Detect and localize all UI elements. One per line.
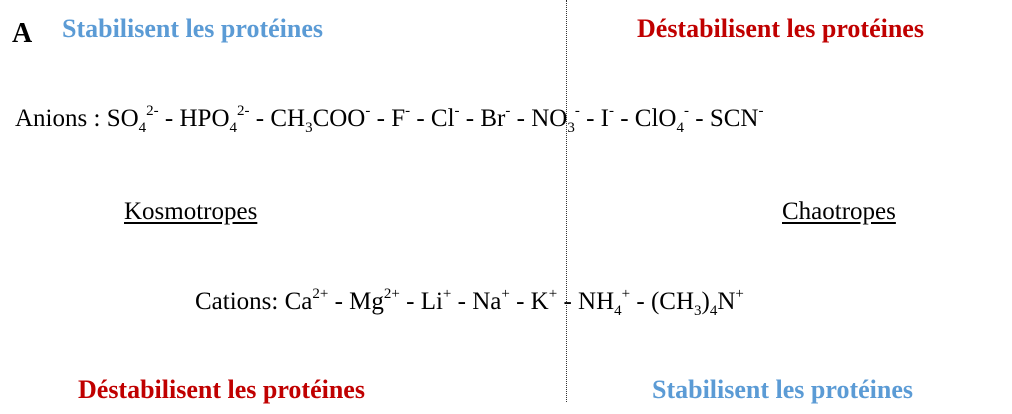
term-chaotropes: Chaotropes <box>782 198 896 225</box>
ion-base: Cl <box>430 105 455 132</box>
ion-base: I <box>600 105 609 132</box>
ion-separator: - <box>620 105 629 132</box>
ion-sup: - <box>365 102 371 119</box>
ion-base: HPO <box>179 105 230 132</box>
ion-base: CH <box>270 105 306 132</box>
ion-formula: F- <box>391 102 411 132</box>
ion-base3: N <box>717 288 736 315</box>
ion-sup: - <box>574 102 580 119</box>
ion-base2: ) <box>701 288 710 315</box>
ion-formula: (CH3)4N+ <box>650 285 744 318</box>
ion-sup: - <box>758 102 764 119</box>
ion-base: NH <box>578 288 615 315</box>
ion-separator: - <box>516 288 525 315</box>
anion-series-label: Anions : <box>15 105 101 132</box>
ion-sup: + <box>442 285 452 302</box>
ion-sub: 4 <box>138 120 147 136</box>
anion-list: SO42- - HPO42- - CH3COO- - F- - Cl- - Br… <box>106 102 764 135</box>
ion-separator: - <box>376 105 385 132</box>
ion-base: Ca <box>284 288 313 315</box>
cation-series-label: Cations: <box>195 288 279 315</box>
ion-separator: - <box>406 288 415 315</box>
ion-sup: - <box>454 102 460 119</box>
ion-base2: COO <box>312 105 366 132</box>
ion-formula: NO3- <box>531 102 580 135</box>
ion-sub: 3 <box>567 120 575 136</box>
ion-base: F <box>391 105 406 132</box>
ion-base: Li <box>420 288 443 315</box>
ion-base: SO <box>106 105 139 132</box>
ion-formula: Ca2+ <box>284 285 329 315</box>
ion-separator: - <box>516 105 525 132</box>
ion-formula: K+ <box>530 285 558 315</box>
ion-separator: - <box>465 105 475 132</box>
ion-sup: 2+ <box>383 285 400 302</box>
ion-sub: 4 <box>676 120 684 136</box>
ion-base: NO <box>531 105 568 132</box>
ion-sup: - <box>683 102 689 119</box>
ion-formula: Li+ <box>420 285 452 315</box>
ion-formula: NH4+ <box>578 285 631 318</box>
ion-base: ClO <box>634 105 677 132</box>
ion-sub2: 4 <box>709 303 718 319</box>
cation-series: Cations: Ca2+ - Mg2+ - Li+ - Na+ - K+ - … <box>195 285 744 318</box>
ion-separator: - <box>416 105 425 132</box>
anion-series: Anions : SO42- - HPO42- - CH3COO- - F- -… <box>15 102 764 135</box>
ion-separator: - <box>636 288 645 315</box>
ion-sub: 4 <box>229 120 238 136</box>
term-kosmotropes: Kosmotropes <box>124 198 258 225</box>
ion-sub: 4 <box>614 303 622 319</box>
ion-sup: 2- <box>146 102 159 119</box>
ion-separator: - <box>695 105 704 132</box>
ion-sup: - <box>608 102 614 119</box>
ion-separator: - <box>164 105 174 132</box>
ion-formula: ClO4- <box>634 102 689 135</box>
ion-formula: SCN- <box>709 102 764 132</box>
ion-base: Mg <box>349 288 384 315</box>
ion-separator: - <box>255 105 265 132</box>
ion-sup: 2- <box>237 102 250 119</box>
ion-base: Na <box>472 288 502 315</box>
ion-sup: + <box>621 285 631 302</box>
cation-list: Ca2+ - Mg2+ - Li+ - Na+ - K+ - NH4+ - (C… <box>284 285 744 318</box>
ion-formula: SO42- <box>106 102 159 135</box>
ion-formula: Br- <box>480 102 511 132</box>
ion-formula: Mg2+ <box>349 285 400 315</box>
divider-line <box>566 0 567 402</box>
ion-base: (CH <box>650 288 694 315</box>
ion-separator: - <box>586 105 595 132</box>
ion-sub: 3 <box>694 303 702 319</box>
ion-sup: + <box>548 285 558 302</box>
heading-bottom-left-destabilize: Déstabilisent les protéines <box>78 375 365 404</box>
heading-bottom-right-stabilize: Stabilisent les protéines <box>652 375 913 404</box>
ion-sup: 2+ <box>312 285 329 302</box>
ion-sup: - <box>505 102 511 119</box>
ion-base: Br <box>480 105 506 132</box>
ion-formula: Na+ <box>472 285 510 315</box>
ion-formula: CH3COO- <box>270 102 371 135</box>
ion-formula: Cl- <box>430 102 460 132</box>
ion-separator: - <box>457 288 466 315</box>
heading-top-right-destabilize: Déstabilisent les protéines <box>637 14 924 43</box>
panel-label: A <box>12 18 33 49</box>
ion-separator: - <box>334 288 343 315</box>
ion-sup: + <box>735 285 744 302</box>
ion-base: SCN <box>709 105 759 132</box>
ion-formula: HPO42- <box>179 102 250 135</box>
heading-top-left-stabilize: Stabilisent les protéines <box>62 14 323 43</box>
ion-sup: + <box>501 285 510 302</box>
ion-base: K <box>530 288 549 315</box>
ion-sup: - <box>405 102 411 119</box>
ion-separator: - <box>563 288 572 315</box>
ion-formula: I- <box>600 102 614 132</box>
ion-sub: 3 <box>305 120 313 136</box>
